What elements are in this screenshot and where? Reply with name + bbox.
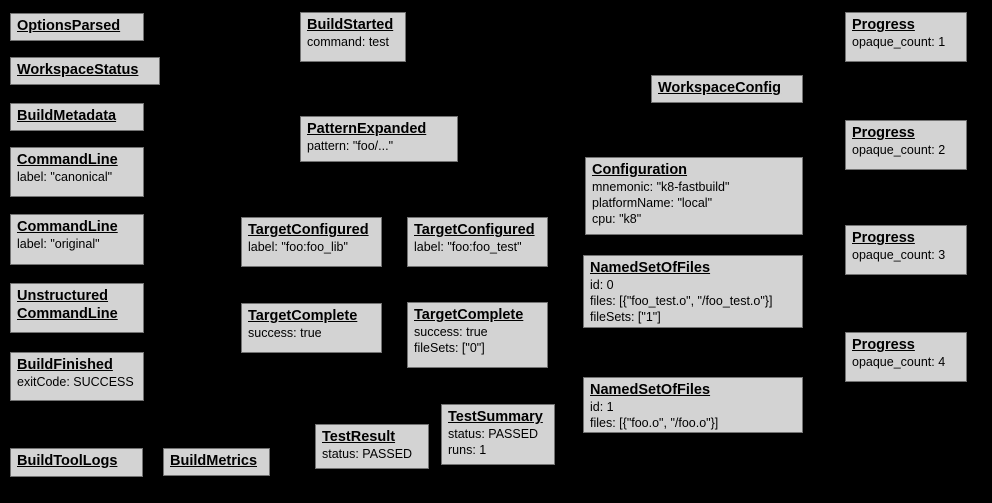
node-title: TestResult [322,429,396,445]
node-target-complete-lib: TargetComplete success: true [241,303,382,353]
node-detail: mnemonic: "k8-fastbuild" [592,180,730,194]
node-progress-4: Progress opaque_count: 4 [845,332,967,382]
node-target-configured-foo-lib: TargetConfigured label: "foo:foo_lib" [241,217,382,267]
node-target-complete-test: TargetComplete success: true fileSets: ["0… [407,302,548,368]
node-workspace-status: WorkspaceStatus [10,57,160,85]
node-title: BuildMetadata [17,108,117,124]
node-build-finished: BuildFinished exitCode: SUCCESS [10,352,144,401]
node-title: BuildStarted [307,17,394,33]
node-test-result: TestResult status: PASSED [315,424,429,469]
node-detail: pattern: "foo/..." [307,139,394,153]
node-detail: label: "canonical" [17,170,113,184]
node-title: TargetComplete [414,307,524,323]
node-title: Unstructured CommandLine [17,288,118,322]
node-detail: label: "original" [17,237,100,251]
node-test-summary: TestSummary status: PASSED runs: 1 [441,404,555,465]
node-detail: fileSets: ["0"] [414,341,485,355]
node-progress-1: Progress opaque_count: 1 [845,12,967,62]
node-pattern-expanded: PatternExpanded pattern: "foo/..." [300,116,458,162]
node-detail: label: "foo:foo_lib" [248,240,348,254]
node-title: OptionsParsed [17,18,121,34]
node-title: BuildToolLogs [17,453,118,469]
node-title: Configuration [592,162,688,178]
node-title: WorkspaceConfig [658,80,782,96]
node-named-set-of-files-0: NamedSetOfFiles id: 0 files: [{"foo_test.o… [583,255,803,328]
node-title: WorkspaceStatus [17,62,139,78]
node-detail: command: test [307,35,389,49]
node-title: CommandLine [17,219,118,235]
node-detail: platformName: "local" [592,196,713,210]
node-target-configured-foo-test: TargetConfigured label: "foo:foo_test" [407,217,548,267]
node-detail: opaque_count: 3 [852,248,946,262]
node-title: PatternExpanded [307,121,427,137]
node-configuration: Configuration mnemonic: "k8-fastbuild" pla… [585,157,803,235]
node-detail: files: [{"foo.o", "/foo.o"}] [590,416,719,430]
node-detail: opaque_count: 4 [852,355,946,369]
node-title: CommandLine [17,152,118,168]
node-title: TargetComplete [248,308,358,324]
node-named-set-of-files-1: NamedSetOfFiles id: 1 files: [{"foo.o", "/… [583,377,803,433]
node-title: TargetConfigured [414,222,535,238]
node-build-metrics: BuildMetrics [163,448,270,476]
node-detail: fileSets: ["1"] [590,310,661,324]
node-title: BuildMetrics [170,453,258,469]
node-detail: success: true [248,326,322,340]
node-detail: status: PASSED [322,447,413,461]
node-detail: files: [{"foo_test.o", "/foo_test.o"}] [590,294,773,308]
node-title: Progress [852,337,915,353]
node-detail: success: true [414,325,488,339]
node-progress-2: Progress opaque_count: 2 [845,120,967,170]
node-detail: cpu: "k8" [592,212,642,226]
node-title: NamedSetOfFiles [590,382,711,398]
node-title: TargetConfigured [248,222,369,238]
node-title: Progress [852,230,915,246]
node-title: Progress [852,125,915,141]
node-command-line-original: CommandLine label: "original" [10,214,144,265]
node-detail: id: 1 [590,400,614,414]
node-detail: runs: 1 [448,443,487,457]
node-build-tool-logs: BuildToolLogs [10,448,143,477]
node-build-metadata: BuildMetadata [10,103,144,131]
node-detail: opaque_count: 1 [852,35,946,49]
node-workspace-config: WorkspaceConfig [651,75,803,103]
node-title: BuildFinished [17,357,113,373]
node-unstructured-command-line: Unstructured CommandLine [10,283,144,333]
node-title: TestSummary [448,409,543,425]
node-detail: id: 0 [590,278,614,292]
node-progress-3: Progress opaque_count: 3 [845,225,967,275]
node-options-parsed: OptionsParsed [10,13,144,41]
node-detail: opaque_count: 2 [852,143,946,157]
node-detail: status: PASSED [448,427,539,441]
node-build-started: BuildStarted command: test [300,12,406,62]
node-detail: label: "foo:foo_test" [414,240,522,254]
node-title: NamedSetOfFiles [590,260,711,276]
node-title: Progress [852,17,915,33]
node-detail: exitCode: SUCCESS [17,375,134,389]
node-command-line-canonical: CommandLine label: "canonical" [10,147,144,197]
